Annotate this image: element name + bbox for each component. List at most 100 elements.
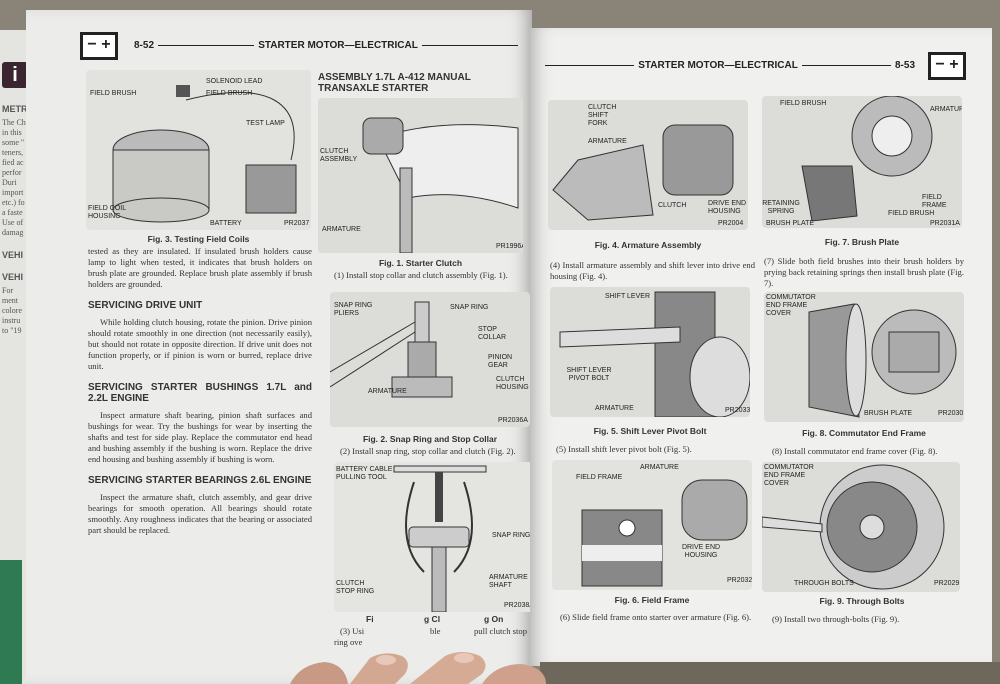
figure-label: RETAINING SPRING (762, 200, 800, 215)
text-fragment: in this (2, 128, 22, 137)
figure-pulling-tool: BATTERY CABLE PULLING TOOL SNAP RING CLU… (334, 462, 534, 612)
figure-label: BRUSH PLATE (864, 410, 913, 417)
step-text: (8) Install commutator end frame cover (… (772, 446, 938, 456)
figure-caption: Fig. 8. Commutator End Frame (802, 428, 926, 438)
figure-label: ARMATURE (595, 405, 634, 412)
figure-label: SHIFT LEVER PIVOT BOLT (566, 367, 612, 382)
text-fragment: damag (2, 228, 24, 237)
figure-label: CLUTCH STOP RING (336, 580, 375, 595)
figure-caption: Fig. 1. Starter Clutch (378, 258, 463, 268)
figure-caption: Fig. 7. Brush Plate (824, 237, 900, 247)
figure-label: CLUTCH (658, 202, 687, 209)
figure-label: BATTERY CABLE PULLING TOOL (336, 466, 393, 481)
figure-label: ARMATURE (368, 388, 407, 395)
right-page-header: STARTER MOTOR—ELECTRICAL 8-53 (545, 60, 915, 71)
step-text: (7) Slide both field brushes into their … (764, 256, 964, 288)
paragraph: Inspect the armature shaft, clutch assem… (88, 492, 312, 535)
text-fragment: ment (2, 296, 18, 305)
figure-label: SHIFT LEVER (605, 293, 650, 300)
figure-label: PINION GEAR (488, 354, 513, 369)
figure-caption: Fig. 4. Armature Assembly (594, 240, 702, 250)
figure-caption-fragment: g Cl (424, 614, 441, 624)
section-heading: SERVICING STARTER BEARINGS 2.6L ENGINE (88, 475, 312, 486)
page-number: 8-52 (134, 40, 155, 51)
figure-label: COMMUTATOR END FRAME COVER (766, 294, 816, 317)
figure-label: SNAP RING PLIERS (334, 302, 373, 317)
section-heading: SERVICING STARTER BUSHINGS 1.7L and 2.2L… (88, 382, 312, 404)
figure-starter-clutch: CLUTCH ASSEMBLY ARMATURE PR1996A (318, 98, 523, 253)
figure-armature-assembly: CLUTCH SHIFT FORK ARMATURE CLUTCH DRIVE … (548, 100, 748, 230)
figure-label: FIELD FRAME (576, 474, 623, 481)
figure-field-frame: FIELD FRAME ARMATURE DRIVE END HOUSING P… (552, 460, 752, 590)
figure-label: BRUSH PLATE (766, 220, 815, 227)
text-fragment: some " (2, 138, 25, 147)
figure-caption: Fig. 9. Through Bolts (819, 596, 905, 606)
figure-shift-lever-pivot-bolt: SHIFT LEVER SHIFT LEVER PIVOT BOLT ARMAT… (550, 287, 750, 417)
figure-label: PR2030 (938, 410, 964, 417)
text-fragment: colore (2, 306, 22, 315)
figure-label: SNAP RING (450, 304, 489, 311)
figure-label: CLUTCH SHIFT FORK (588, 104, 617, 127)
text-fragment: Use of (2, 218, 24, 227)
figure-label: PR2037 (284, 220, 310, 227)
battery-icon: − + (928, 52, 966, 80)
step-text-fragment: (3) Usi (340, 626, 365, 636)
figure-label: FIELD BRUSH (888, 210, 935, 217)
figure-label: ARMATURE (588, 138, 627, 145)
text-fragment: Duri (2, 178, 17, 187)
figure-label: DRIVE END HOUSING (681, 544, 721, 559)
text-fragment: instru (2, 316, 21, 325)
paragraph: tested as they are insulated. If insulat… (88, 246, 312, 289)
figure-label: FIELD COIL HOUSING (88, 205, 126, 220)
figure-label: BATTERY (210, 220, 242, 227)
text-fragment: to "19 (2, 326, 22, 335)
figure-label: TEST LAMP (246, 120, 285, 127)
figure-label: FIELD FRAME (922, 194, 947, 209)
step-text: (6) Slide field frame onto starter over … (560, 612, 752, 622)
text-fragment: a faste (2, 208, 23, 217)
page-number: 8-53 (895, 60, 916, 71)
section-heading: SERVICING DRIVE UNIT (88, 300, 203, 311)
text-fragment: etc.) fo (2, 198, 25, 207)
text-fragment: For (2, 286, 14, 295)
left-column-text: tested as they are insulated. If insulat… (88, 246, 312, 536)
figure-label: ARMATURE (930, 106, 962, 113)
text-fragment: fied ac (2, 158, 24, 167)
step-text: (1) Install stop collar and clutch assem… (334, 270, 508, 280)
figure-through-bolts: COMMUTATOR END FRAME COVER THROUGH BOLTS… (762, 462, 960, 592)
figure-label: ARMATURE (640, 464, 679, 471)
figure-label: FIELD BRUSH (90, 90, 137, 97)
text-fragment: VEHI (2, 272, 24, 282)
text-fragment: import (2, 188, 24, 197)
figure-label: FIELD BRUSH (780, 100, 827, 107)
figure-testing-field-coils: SOLENOID LEAD FIELD BRUSH FIELD BRUSH TE… (86, 70, 311, 230)
figure-label: PR2031A (930, 220, 960, 227)
figure-label: PR2032 (727, 577, 752, 584)
figure-caption: Fig. 6. Field Frame (614, 595, 690, 605)
figure-label: ARMATURE (322, 226, 361, 233)
text-fragment: VEHI (2, 250, 24, 260)
info-icon: i (2, 62, 28, 88)
step-text-fragment: ble (430, 626, 441, 636)
paragraph: Inspect armature shaft bearing, pinion s… (88, 410, 312, 464)
step-text-fragment: pull clutch stop (474, 626, 527, 636)
figure-caption: Fig. 5. Shift Lever Pivot Bolt (593, 426, 707, 436)
step-text: (2) Install snap ring, stop collar and c… (340, 446, 516, 456)
text-fragment: teners, (2, 148, 24, 157)
figure-brush-plate: FIELD BRUSH ARMATURE RETAINING SPRING BR… (762, 96, 962, 228)
book-cover-edge (540, 662, 1000, 684)
figure-label: SOLENOID LEAD (206, 78, 263, 85)
figure-label: STOP COLLAR (478, 326, 507, 341)
figure-label: DRIVE END HOUSING (708, 200, 747, 215)
figure-label: PR2038A (504, 602, 534, 609)
step-text-fragment: ring ove (334, 637, 363, 647)
figure-label: THROUGH BOLTS (794, 580, 854, 587)
hand-fingers (290, 652, 546, 684)
figure-label: ARMATURE SHAFT (489, 574, 528, 589)
figure-label: CLUTCH ASSEMBLY (320, 148, 358, 163)
figure-label: PR2033 (725, 407, 750, 414)
text-fragment: METR (2, 104, 28, 114)
figure-label: PR1996A (496, 243, 523, 250)
text-fragment: perfor (2, 168, 22, 177)
